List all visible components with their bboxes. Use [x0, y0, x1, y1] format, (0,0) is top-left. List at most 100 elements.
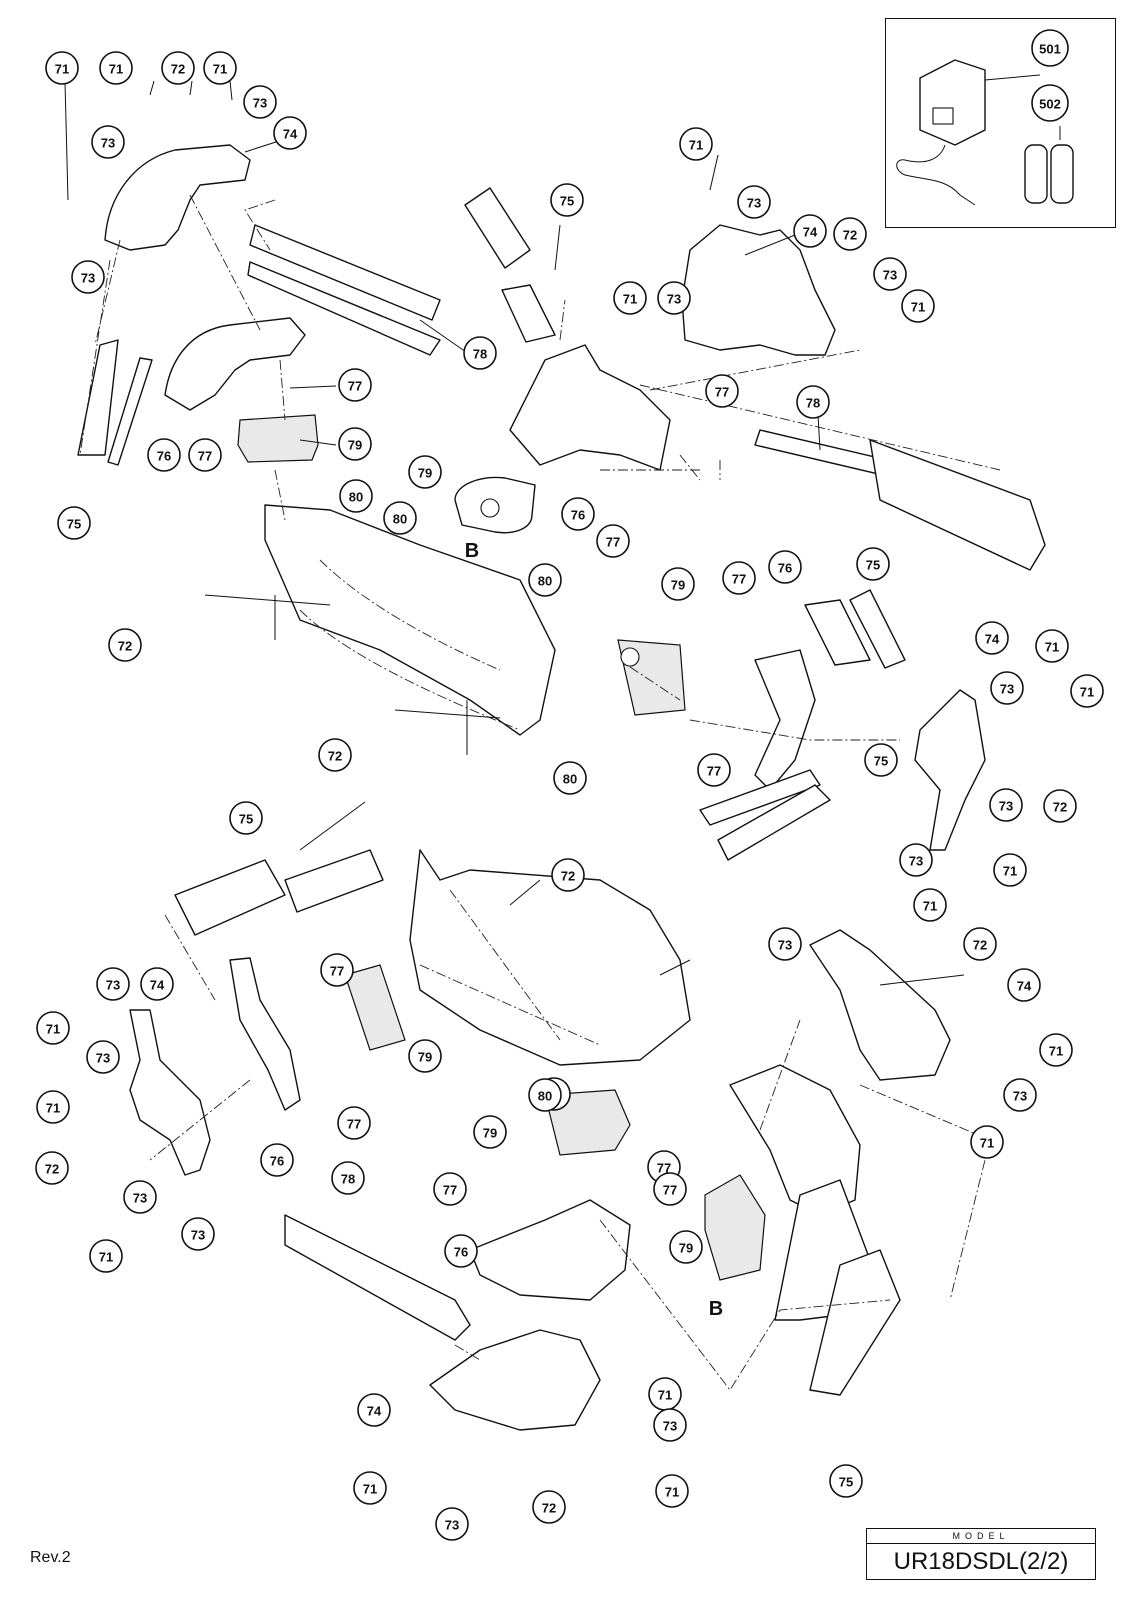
- callout-circle: [353, 1471, 387, 1505]
- callout-number: 75: [839, 1475, 853, 1490]
- callout-circle: [864, 743, 898, 777]
- callout-number: 73: [1013, 1089, 1027, 1104]
- part-callout-73: 73: [91, 125, 125, 159]
- callout-number: 71: [99, 1250, 113, 1265]
- callout-circle: [123, 1180, 157, 1214]
- callout-circle: [1043, 789, 1077, 823]
- part-callout-77: 77: [697, 753, 731, 787]
- callout-number: 71: [1003, 864, 1017, 879]
- callout-circle: [161, 51, 195, 85]
- callout-circle: [528, 1078, 562, 1112]
- part-callout-71: 71: [203, 51, 237, 85]
- part-callout-73: 73: [899, 843, 933, 877]
- callout-number: 73: [747, 196, 761, 211]
- callout-circle: [273, 116, 307, 150]
- callout-number: 71: [665, 1485, 679, 1500]
- part-callout-80: 80: [528, 1078, 562, 1112]
- grip-pad-top: [464, 187, 531, 269]
- grip-plate-left: [107, 357, 153, 466]
- revision-label: Rev.2: [30, 1549, 71, 1566]
- callout-number: 72: [561, 869, 575, 884]
- callout-circle: [89, 1239, 123, 1273]
- part-callout-77: 77: [722, 561, 756, 595]
- handle-cover-bottom-center: [429, 1329, 601, 1431]
- part-callout-73: 73: [181, 1217, 215, 1251]
- part-callout-75: 75: [829, 1464, 863, 1498]
- part-callout-71: 71: [1039, 1033, 1073, 1067]
- callout-number: 72: [843, 228, 857, 243]
- part-callout-73: 73: [768, 927, 802, 961]
- callout-number: 501: [1039, 42, 1061, 57]
- callout-circle: [243, 85, 277, 119]
- part-callout-501: 501: [1031, 29, 1069, 67]
- part-callout-73: 73: [653, 1408, 687, 1442]
- part-callout-76: 76: [260, 1143, 294, 1177]
- body-frame-upper: [264, 504, 556, 736]
- callout-circle: [444, 1234, 478, 1268]
- part-callout-73: 73: [873, 257, 907, 291]
- grip-pad-mid: [849, 589, 906, 669]
- top-right-assembly: [464, 187, 1046, 571]
- part-callout-78: 78: [796, 385, 830, 419]
- callout-circle: [970, 1125, 1004, 1159]
- part-callout-71: 71: [89, 1239, 123, 1273]
- inset-accessories: [896, 59, 1074, 206]
- callout-circle: [35, 1151, 69, 1185]
- callout-number: 72: [1053, 800, 1067, 815]
- callout-number: 71: [109, 62, 123, 77]
- callout-circle: [318, 738, 352, 772]
- part-callout-71: 71: [648, 1377, 682, 1411]
- callout-circle: [337, 1106, 371, 1140]
- callout-circle: [338, 368, 372, 402]
- callout-number: 72: [542, 1501, 556, 1516]
- callout-number: 73: [81, 271, 95, 286]
- callout-number: 76: [454, 1245, 468, 1260]
- callout-circle: [147, 438, 181, 472]
- callout-number: 80: [538, 1089, 552, 1104]
- part-callout-71: 71: [901, 289, 935, 323]
- rail-right-bottom: [869, 439, 1046, 571]
- pad-plate-bottom-left: [284, 849, 384, 913]
- callout-circle: [768, 927, 802, 961]
- callout-number: 75: [866, 558, 880, 573]
- part-callout-73: 73: [435, 1507, 469, 1541]
- part-callout-71: 71: [613, 281, 647, 315]
- callout-number: 73: [253, 96, 267, 111]
- callout-number: 76: [157, 449, 171, 464]
- callout-circle: [553, 761, 587, 795]
- callout-circle: [339, 479, 373, 513]
- part-callout-72: 72: [35, 1151, 69, 1185]
- callout-circle: [1070, 674, 1104, 708]
- part-callout-73: 73: [96, 967, 130, 1001]
- part-callout-74: 74: [793, 214, 827, 248]
- part-callout-74: 74: [273, 116, 307, 150]
- part-callout-72: 72: [532, 1490, 566, 1524]
- callout-circle: [705, 374, 739, 408]
- part-callout-72: 72: [108, 628, 142, 662]
- callout-number: 77: [707, 764, 721, 779]
- callout-number: 71: [1045, 640, 1059, 655]
- callout-circle: [203, 51, 237, 85]
- callout-number: 80: [393, 512, 407, 527]
- grip-strip-mid: [717, 784, 831, 861]
- callout-number: 74: [1017, 979, 1032, 994]
- callout-number: 78: [806, 396, 820, 411]
- callout-number: 77: [663, 1183, 677, 1198]
- callout-number: 79: [418, 466, 432, 481]
- callout-circle: [57, 506, 91, 540]
- callout-number: 73: [106, 978, 120, 993]
- callout-number: 71: [363, 1482, 377, 1497]
- part-callout-73: 73: [989, 788, 1023, 822]
- callout-number: 71: [658, 1388, 672, 1403]
- callout-circle: [338, 427, 372, 461]
- callout-number: 78: [341, 1172, 355, 1187]
- callout-circle: [108, 628, 142, 662]
- part-callout-73: 73: [123, 1180, 157, 1214]
- rail-lower: [247, 261, 441, 356]
- bellows-left: [237, 414, 319, 463]
- part-callout-72: 72: [963, 927, 997, 961]
- part-callout-71: 71: [679, 127, 713, 161]
- callout-number: 77: [348, 379, 362, 394]
- callout-number: 71: [46, 1101, 60, 1116]
- top-left-assembly: [77, 144, 556, 755]
